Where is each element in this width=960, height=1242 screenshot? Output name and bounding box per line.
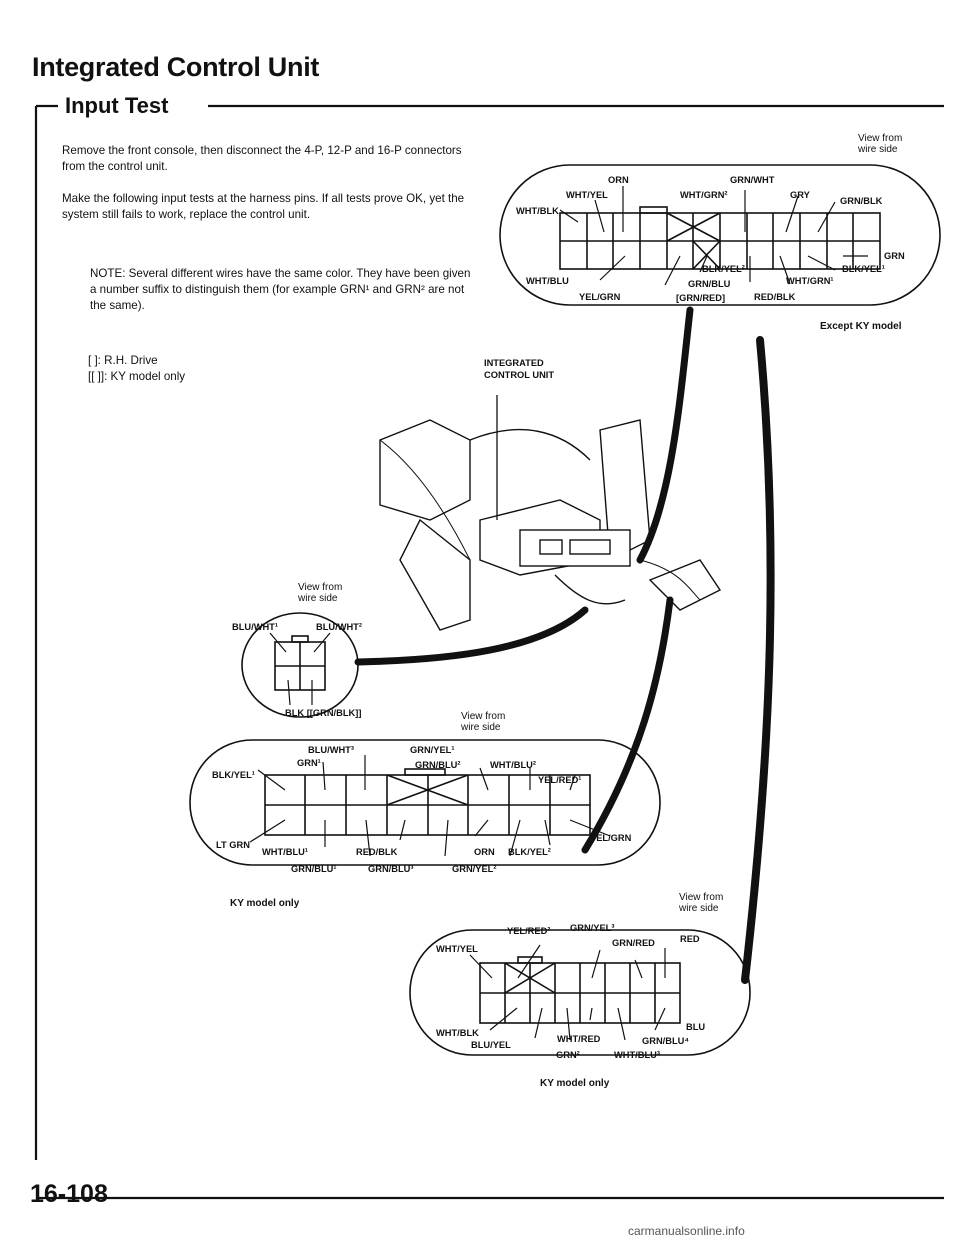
label-wht-yel: WHT/YEL (566, 190, 608, 200)
label-red-blk: RED/BLK (754, 292, 796, 302)
label-grn-blu3: GRN/BLU³ (368, 864, 414, 874)
label-wht-red: WHT/RED (557, 1034, 601, 1044)
label-orn-a: ORN (474, 847, 495, 857)
label-blk-yel1: BLK/YEL¹ (212, 770, 255, 780)
label-grn2: GRN² (556, 1050, 580, 1060)
vehicle-sketch (379, 419, 722, 631)
label-gry: GRY (790, 190, 810, 200)
view-12p-line2: wire side (858, 144, 898, 155)
label-grn-blk: GRN/BLK (840, 196, 883, 206)
label-yel-grn-a: YEL/GRN (590, 833, 632, 843)
label-red: RED (680, 934, 700, 944)
label-blu-yel: BLU/YEL (471, 1040, 511, 1050)
label-wht-blu: WHT/BLU (526, 276, 569, 286)
label-yel-grn: YEL/GRN (579, 292, 621, 302)
view-16pb-line2: wire side (679, 903, 719, 914)
intro-paragraph-1: Remove the front console, then disconnec… (62, 144, 462, 173)
connector-4p-terminals (274, 635, 326, 691)
label-wht-grn1: WHT/GRN¹ (786, 276, 834, 286)
label-wht-blk: WHT/BLK (516, 206, 559, 216)
label-control-unit: CONTROL UNIT (484, 370, 555, 380)
section-title: Input Test (65, 93, 169, 118)
connector-16p-a-outline (189, 739, 661, 866)
view-16pa-line2: wire side (461, 722, 501, 733)
connector-12p-outline (499, 164, 941, 306)
view-16pb-line1: View from (679, 892, 724, 903)
note-paragraph: NOTE: Several different wires have the s… (90, 267, 471, 312)
label-grn-blu2: GRN/BLU² (415, 760, 461, 770)
label-blk-yel2-a: BLK/YEL² (508, 847, 551, 857)
page-number: 16-108 (30, 1180, 108, 1208)
caption-ky-model-b: KY model only (540, 1078, 610, 1089)
watermark: carmanualsonline.info (628, 1224, 745, 1238)
connector-12p-terminals (559, 206, 881, 270)
label-grn-yel2: GRN/YEL² (452, 864, 497, 874)
page-title: Integrated Control Unit (32, 52, 320, 82)
legend-ky-model: [[ ]]: KY model only (88, 370, 186, 383)
label-grn: GRN (884, 251, 905, 261)
label-wht-grn2: WHT/GRN² (680, 190, 728, 200)
label-blu-wht3: BLU/WHT³ (308, 745, 354, 755)
label-grn-blu1: GRN/BLU¹ (291, 864, 337, 874)
label-grn-red: GRN/RED (612, 938, 655, 948)
label-grn-blu4: GRN/BLU⁴ (642, 1036, 689, 1046)
label-yel-red1: YEL/RED¹ (538, 775, 582, 785)
label-blk-yel1: BLK/YEL¹ (842, 264, 885, 274)
label-orn: ORN (608, 175, 629, 185)
label-blu: BLU (686, 1022, 706, 1032)
view-16pa-line1: View from (461, 711, 506, 722)
label-wht-blu2: WHT/BLU² (490, 760, 536, 770)
label-red-blk-a: RED/BLK (356, 847, 398, 857)
label-grn-red-rh: [GRN/RED] (676, 293, 726, 303)
connector-16p-a-terminals (264, 768, 591, 836)
legend-rh-drive: [ ]: R.H. Drive (88, 354, 158, 367)
label-blu-wht1: BLU/WHT¹ (232, 622, 278, 632)
caption-ky-model-a: KY model only (230, 898, 300, 909)
view-4p-line1: View from (298, 582, 343, 593)
view-12p-line1: View from (858, 133, 903, 144)
label-wht-blu1: WHT/BLU¹ (262, 847, 308, 857)
label-grn-wht: GRN/WHT (730, 175, 775, 185)
caption-except-ky: Except KY model (820, 321, 902, 332)
label-wht-blu3: WHT/BLU³ (614, 1050, 660, 1060)
connector-16p-b-outline (409, 929, 751, 1056)
label-blk-grn-blk: BLK [[GRN/BLK]] (285, 708, 362, 718)
label-blu-wht2: BLU/WHT² (316, 622, 362, 632)
label-integrated: INTEGRATED (484, 358, 544, 368)
intro-paragraph-2: Make the following input tests at the ha… (62, 192, 465, 221)
harness-leads (354, 306, 775, 984)
label-grn1: GRN¹ (297, 758, 321, 768)
label-grn-blu: GRN/BLU (688, 279, 731, 289)
view-4p-line2: wire side (298, 593, 338, 604)
label-lt-grn: LT GRN (216, 840, 250, 850)
label-yel-red2: YEL/RED² (507, 926, 551, 936)
label-grn-yel1: GRN/YEL¹ (410, 745, 455, 755)
label-grn-yel3: GRN/YEL³ (570, 923, 615, 933)
label-blk-yel2: BLK/YEL² (702, 264, 745, 274)
label-wht-blk-b: WHT/BLK (436, 1028, 479, 1038)
connector-16p-b-terminals (479, 956, 681, 1024)
label-wht-yel-b: WHT/YEL (436, 944, 478, 954)
